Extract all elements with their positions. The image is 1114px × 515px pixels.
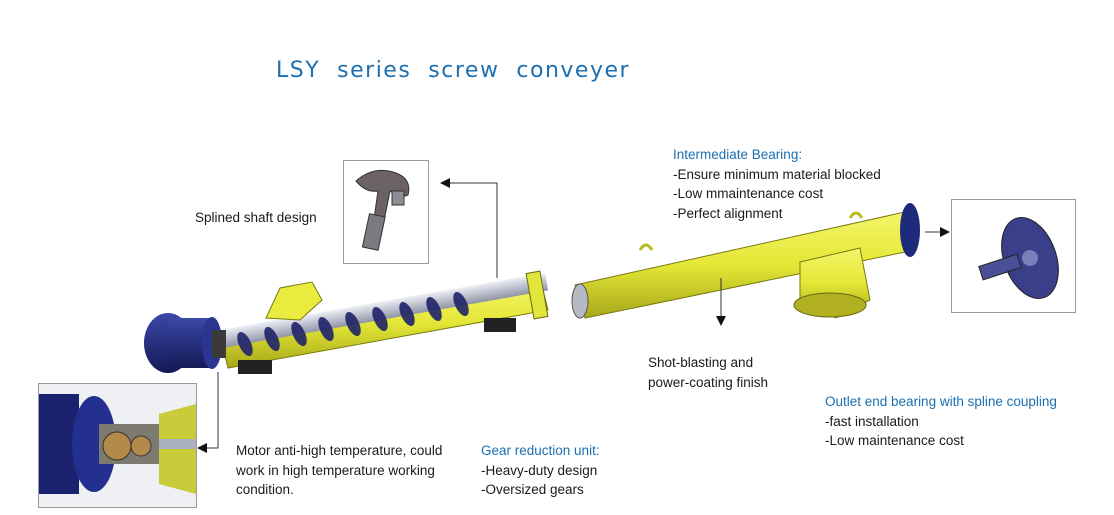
gear-reduction-item: -Oversized gears xyxy=(481,482,584,497)
motor-line: work in high temperature working xyxy=(236,462,435,478)
shot-blasting-block: Shot-blasting and power-coating finish xyxy=(648,353,768,392)
page-title: LSY series screw conveyer xyxy=(276,58,631,83)
shot-blasting-line: Shot-blasting and xyxy=(648,355,754,370)
outlet-tube-section xyxy=(571,203,920,319)
arrow-heads xyxy=(197,178,950,453)
motor-line: Motor anti-high temperature, could xyxy=(236,443,443,458)
splined-shaft-inset xyxy=(343,160,429,264)
motor-unit xyxy=(144,313,226,373)
outlet-bearing-item: -Low maintenance cost xyxy=(825,433,964,448)
screw-flights xyxy=(219,272,549,357)
intermediate-bearing-item: -Perfect alignment xyxy=(673,205,783,221)
motor-line: condition. xyxy=(236,482,294,497)
intermediate-bearing-block: Intermediate Bearing: -Ensure minimum ma… xyxy=(673,145,881,223)
gear-reduction-block: Gear reduction unit: -Heavy-duty design … xyxy=(481,441,600,500)
gear-unit-image xyxy=(39,384,196,507)
motor-block: Motor anti-high temperature, could work … xyxy=(236,441,442,500)
gear-reduction-heading: Gear reduction unit: xyxy=(481,443,600,458)
splined-shaft-label: Splined shaft design xyxy=(195,210,317,225)
intermediate-bearing-item: -Low mmaintenance cost xyxy=(673,186,824,201)
intermediate-bearing-heading: Intermediate Bearing: xyxy=(673,147,803,162)
outlet-bearing-heading: Outlet end bearing with spline coupling xyxy=(825,394,1057,409)
inlet-tube-section xyxy=(219,270,549,374)
gear-unit-inset xyxy=(38,383,197,508)
outlet-bearing-item: -fast installation xyxy=(825,413,919,429)
splined-shaft-image xyxy=(355,169,410,251)
outlet-bearing-inset xyxy=(951,199,1076,313)
leader-lines xyxy=(205,182,942,449)
gear-reduction-item: -Heavy-duty design xyxy=(481,462,598,478)
outlet-bearing-image xyxy=(978,217,1059,299)
intermediate-bearing-item: -Ensure minimum material blocked xyxy=(673,166,881,182)
shot-blasting-line: power-coating finish xyxy=(648,374,769,390)
outlet-bearing-block: Outlet end bearing with spline coupling … xyxy=(825,392,1057,451)
